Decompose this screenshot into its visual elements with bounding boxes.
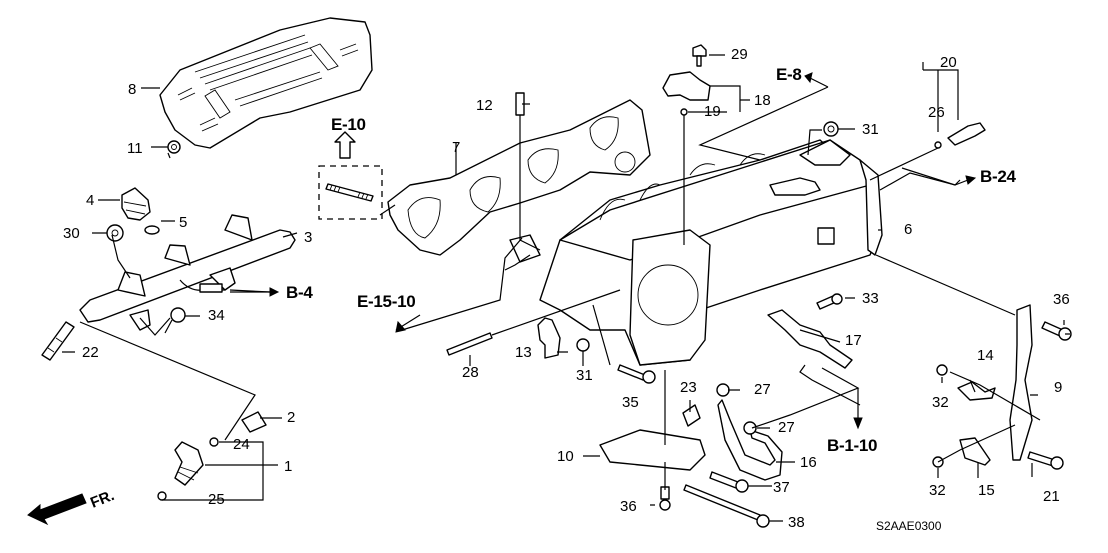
callout-28[interactable]: 28 [462,364,479,381]
callout-11[interactable]: 11 [127,140,143,157]
temp-sensor-part[interactable] [947,122,986,146]
callout-24[interactable]: 24 [233,436,250,453]
callout-20[interactable]: 20 [940,54,957,71]
callout-16[interactable]: 16 [800,454,817,471]
nut-30-part[interactable] [106,224,124,242]
callout-22[interactable]: 22 [82,344,99,361]
hose-clamp-bottom-part[interactable] [743,421,757,435]
bolt-34-part[interactable] [164,307,186,334]
callout-13[interactable]: 13 [515,344,532,361]
callout-2[interactable]: 2 [287,409,296,426]
bolt-33-part[interactable] [816,293,843,310]
bolt-36-right-part[interactable] [1041,321,1072,341]
engine-cover-part[interactable] [159,17,373,149]
bolt-37-part[interactable] [709,471,749,493]
bracket-13-part[interactable] [537,317,561,359]
nut-31-top-part[interactable] [823,121,839,137]
ref-e10[interactable]: E-10 [331,115,366,134]
ref-e8[interactable]: E-8 [776,65,802,84]
ref-b4[interactable]: B-4 [286,283,313,302]
callout-36-bottom[interactable]: 36 [620,498,637,515]
callout-36-right[interactable]: 36 [1053,291,1070,308]
callout-38[interactable]: 38 [788,514,805,531]
bolt-21-part[interactable] [1027,451,1064,470]
drawing-code: S2AAE0300 [876,519,942,533]
callout-12[interactable]: 12 [476,97,493,114]
ref-b24[interactable]: B-24 [980,167,1016,186]
callout-26[interactable]: 26 [928,104,945,121]
clamp-23-part[interactable] [682,404,701,427]
map-sensor-part[interactable] [662,71,711,101]
hose-part[interactable] [717,399,783,481]
callout-32-bottom[interactable]: 32 [929,482,946,499]
injector-part[interactable] [174,441,204,486]
callout-27-bottom[interactable]: 27 [778,419,795,436]
callout-6[interactable]: 6 [904,221,913,238]
e10-dashed-box [318,165,383,220]
stay-part[interactable] [1009,304,1033,461]
leader-lines [62,54,1070,522]
callout-23[interactable]: 23 [680,379,697,396]
front-arrow-icon [27,493,87,526]
fuel-rail-part[interactable] [79,214,296,331]
callout-15[interactable]: 15 [978,482,995,499]
intake-manifold-part[interactable] [504,139,883,366]
bolt-29-part[interactable] [692,44,707,67]
hose-clamp-top-part[interactable] [716,383,730,397]
callout-21[interactable]: 21 [1043,488,1060,505]
o-ring-24-part[interactable] [209,437,219,447]
bracket-15-part[interactable] [959,437,991,466]
o-ring-19-part[interactable] [680,108,688,116]
callout-8[interactable]: 8 [128,81,137,98]
ref-b1-10[interactable]: B-1-10 [827,436,878,455]
ref-e15-10[interactable]: E-15-10 [357,292,416,311]
callout-4[interactable]: 4 [86,192,95,209]
callout-35[interactable]: 35 [622,394,639,411]
bolt-36-bottom-part[interactable] [659,486,671,511]
reference-arrows [230,72,977,430]
callout-14[interactable]: 14 [977,347,994,364]
callout-31-top[interactable]: 31 [862,121,879,138]
callout-7[interactable]: 7 [452,139,461,156]
callout-33[interactable]: 33 [862,290,879,307]
callout-25[interactable]: 25 [208,491,225,508]
washer-part[interactable] [144,225,160,235]
callout-31-mid[interactable]: 31 [576,367,593,384]
bolt-38-part[interactable] [683,484,770,528]
clip-part[interactable] [241,411,267,433]
callout-27-top[interactable]: 27 [754,381,771,398]
callout-10[interactable]: 10 [557,448,574,465]
callout-17[interactable]: 17 [845,332,862,349]
callout-29[interactable]: 29 [731,46,748,63]
callout-30[interactable]: 30 [63,225,80,242]
o-ring-25-part[interactable] [157,491,167,501]
o-ring-26-part[interactable] [934,141,942,149]
bolt-35-part[interactable] [617,364,656,384]
callout-32-top[interactable]: 32 [932,394,949,411]
pipe-bracket-part[interactable] [767,309,853,369]
bolt-32-top-part[interactable] [936,364,948,376]
callout-3[interactable]: 3 [304,229,313,246]
joint-part[interactable] [41,321,75,361]
stud-28-part[interactable] [446,332,493,356]
callout-19[interactable]: 19 [704,103,721,120]
callout-34[interactable]: 34 [208,307,225,324]
up-arrow-icon [334,131,356,159]
callout-9[interactable]: 9 [1054,379,1063,396]
stud-e10-part[interactable] [325,183,374,202]
callout-18[interactable]: 18 [754,92,771,109]
manifold-bracket-part[interactable] [599,429,706,471]
callout-1[interactable]: 1 [284,458,293,475]
callout-37[interactable]: 37 [773,479,790,496]
pulsation-damper-part[interactable] [121,187,151,221]
callout-5[interactable]: 5 [179,214,188,231]
grommet-part[interactable] [167,140,181,159]
nut-31-mid-part[interactable] [576,338,590,352]
